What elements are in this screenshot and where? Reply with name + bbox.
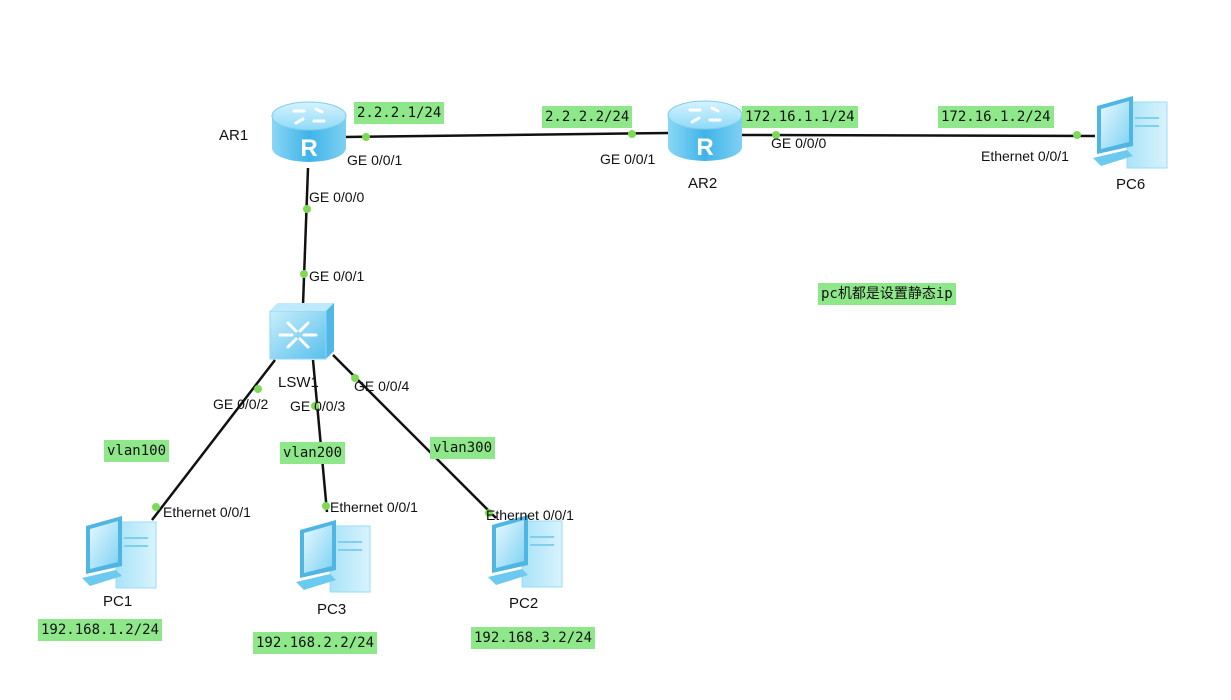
ip-tag-ar2-right: 172.16.1.1/24 <box>742 106 858 128</box>
port-dot-ar1-ge000 <box>303 205 311 213</box>
svg-text:R: R <box>300 135 317 162</box>
port-dot-pc6-eth <box>1073 131 1081 139</box>
port-label-lsw1-ge003: GE 0/0/3 <box>290 398 346 414</box>
device-label-pc2: PC2 <box>509 595 539 612</box>
port-label-pc1-eth: Ethernet 0/0/1 <box>163 504 251 520</box>
port-label-pc3-eth: Ethernet 0/0/1 <box>330 499 418 515</box>
svg-text:R: R <box>696 134 713 161</box>
vlan-tag-200: vlan200 <box>280 442 346 464</box>
device-label-lsw1: LSW1 <box>278 374 319 391</box>
ip-tag-pc6: 172.16.1.2/24 <box>938 106 1054 128</box>
vlan-tag-300: vlan300 <box>430 437 496 459</box>
vlan-tag-100: vlan100 <box>104 440 170 462</box>
port-label-lsw1-ge004: GE 0/0/4 <box>354 378 410 394</box>
router-icon[interactable]: R <box>667 100 743 161</box>
port-label-ar2-ge001: GE 0/0/1 <box>600 151 656 167</box>
port-dot-lsw1-ge004 <box>351 374 359 382</box>
ip-tag-pc2: 192.168.3.2/24 <box>471 627 596 649</box>
device-label-ar2: AR2 <box>688 175 718 192</box>
port-label-ar2-ge000: GE 0/0/0 <box>771 135 827 151</box>
port-label-ar1-ge000: GE 0/0/0 <box>309 189 365 205</box>
ip-tag-pc3: 192.168.2.2/24 <box>253 632 378 654</box>
port-label-ar1-ge001: GE 0/0/1 <box>347 152 403 168</box>
static-ip-note: pc机都是设置静态ip <box>818 283 956 305</box>
port-dots <box>152 130 1081 517</box>
links <box>151 131 1096 521</box>
pc-icon[interactable] <box>1093 96 1168 169</box>
pc-icon[interactable] <box>296 520 371 593</box>
port-label-pc6-eth: Ethernet 0/0/1 <box>981 148 1069 164</box>
port-dot-lsw1-ge002 <box>254 385 262 393</box>
ip-tag-ar1: 2.2.2.1/24 <box>354 102 445 124</box>
ip-tag-ar2-left: 2.2.2.2/24 <box>542 106 633 128</box>
link-lsw1-pc2[interactable] <box>332 354 497 519</box>
router-icon[interactable]: R <box>271 101 347 162</box>
port-dot-pc1-eth <box>152 503 160 511</box>
port-dot-ar1-ge001 <box>362 133 370 141</box>
port-dot-ar2-ge001 <box>628 130 636 138</box>
port-label-lsw1-ge002: GE 0/0/2 <box>213 396 269 412</box>
port-dot-pc2-eth <box>485 509 493 517</box>
device-label-ar1: AR1 <box>219 127 249 144</box>
device-label-pc6: PC6 <box>1116 176 1146 193</box>
link-lsw1-pc3[interactable] <box>311 359 329 513</box>
port-label-lsw1-ge001: GE 0/0/1 <box>309 268 365 284</box>
ip-tag-pc1: 192.168.1.2/24 <box>38 619 163 641</box>
pc-icon[interactable] <box>488 515 563 588</box>
link-ar1-ar2[interactable] <box>344 131 671 139</box>
port-dot-lsw1-ge001 <box>300 270 308 278</box>
device-label-pc3: PC3 <box>317 601 347 618</box>
link-ar1-lsw1[interactable] <box>301 167 310 306</box>
port-label-pc2-eth: Ethernet 0/0/1 <box>486 507 574 523</box>
port-dot-pc3-eth <box>322 502 330 510</box>
link-lsw1-pc1[interactable] <box>151 359 276 521</box>
device-label-pc1: PC1 <box>103 593 133 610</box>
pc-icon[interactable] <box>82 516 157 589</box>
port-dot-lsw1-ge003 <box>311 402 319 410</box>
port-dot-ar2-ge000 <box>772 131 780 139</box>
link-ar2-pc6[interactable] <box>741 133 1096 138</box>
switch-icon[interactable] <box>269 303 334 360</box>
